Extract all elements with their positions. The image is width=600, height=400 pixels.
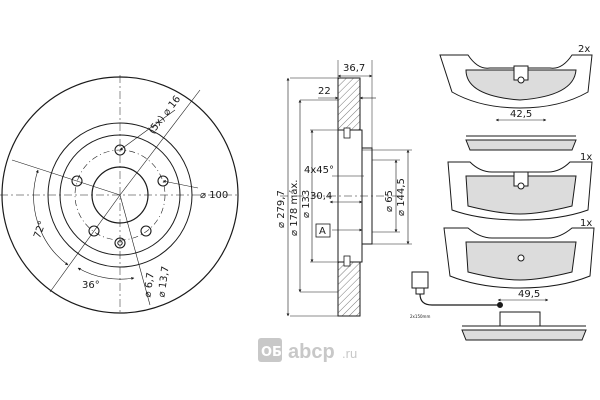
hub-diameter-label: ⌀ 100 [200, 190, 228, 201]
centre-bore-label: ⌀ 65 [384, 190, 395, 212]
bolt-hole [140, 225, 152, 237]
section-marker-box [315, 223, 331, 238]
overall-width-label: 36,7 [343, 63, 365, 74]
bolt-hole [88, 225, 100, 237]
pad-bottom-side-profile [461, 329, 587, 341]
watermark-domain: .ru [342, 346, 357, 361]
pad-top-dim: 42,5 [510, 109, 532, 120]
bolt-hole-label: (5x) ⌀ 16 [147, 94, 183, 136]
pad-bottom-qty: 1x [580, 218, 592, 229]
chamfer-label: 4x45° [304, 165, 334, 176]
bolt-hole [157, 175, 169, 187]
angle-36-label: 36° [82, 280, 100, 291]
watermark: ОБ abcp .ru [258, 338, 357, 363]
bore-diameter-label: ⌀ 133 [301, 190, 312, 218]
pad-top-side-profile [465, 139, 577, 151]
disc-front-view [0, 75, 240, 315]
pad-middle [447, 161, 593, 221]
hole-67-label: ⌀ 6,7 [142, 272, 156, 298]
pad-middle-friction [465, 175, 577, 215]
angle-72-label: 72° [32, 220, 48, 240]
pad-top [439, 54, 593, 151]
section-marker-label: A [319, 226, 326, 237]
disc-section-view [280, 60, 412, 317]
pad-top-qty: 2x [578, 44, 590, 55]
pad-bottom [443, 227, 595, 341]
pad-middle-qty: 1x [580, 152, 592, 163]
watermark-text: abcp [288, 341, 335, 363]
max-diameter-label: ⌀ 178 máx. [288, 180, 300, 236]
pad-bottom-clip-side [499, 311, 541, 327]
sensor-wire [419, 293, 500, 306]
sensor-note: 2x150mm [410, 314, 430, 319]
pitch-diameter-label: ⌀ 144,5 [396, 178, 407, 216]
watermark-logo-badge [258, 338, 282, 362]
hole-137-label: ⌀ 13,7 [156, 265, 171, 298]
min-thickness-label: 30,4 [310, 191, 332, 202]
sensor-dim: 49,5 [518, 289, 540, 300]
watermark-logo-text: ОБ [261, 345, 282, 360]
bolt-hole [71, 175, 83, 187]
pad-top-friction [465, 69, 577, 101]
sensor-connector [411, 271, 429, 289]
wear-sensor [411, 271, 549, 308]
hub-depth-label: 22 [318, 86, 331, 97]
outer-diameter-label: ⌀ 279,7 [276, 190, 287, 228]
